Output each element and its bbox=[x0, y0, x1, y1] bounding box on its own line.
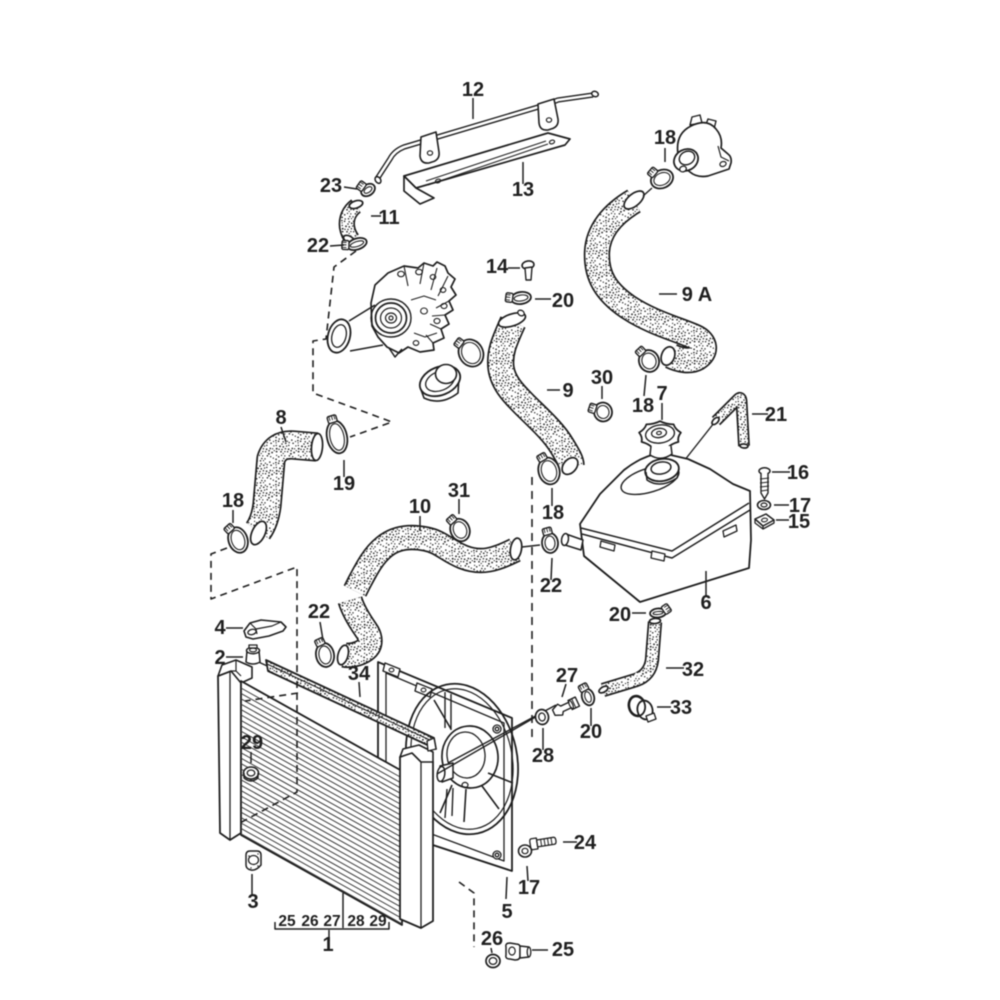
svg-text:28: 28 bbox=[347, 913, 365, 930]
svg-text:22: 22 bbox=[308, 601, 330, 623]
svg-text:10: 10 bbox=[409, 496, 431, 518]
svg-text:1: 1 bbox=[322, 934, 333, 956]
svg-text:34: 34 bbox=[348, 663, 371, 685]
svg-text:20: 20 bbox=[580, 721, 602, 743]
svg-text:26: 26 bbox=[301, 913, 319, 930]
svg-text:21: 21 bbox=[765, 404, 787, 426]
svg-text:29: 29 bbox=[241, 732, 263, 754]
svg-text:25: 25 bbox=[552, 939, 574, 961]
svg-text:11: 11 bbox=[378, 207, 399, 229]
svg-text:30: 30 bbox=[591, 367, 613, 389]
svg-text:20: 20 bbox=[552, 290, 574, 312]
svg-text:6: 6 bbox=[700, 592, 711, 614]
svg-text:18: 18 bbox=[632, 395, 654, 417]
svg-text:9 A: 9 A bbox=[682, 284, 712, 306]
svg-text:22: 22 bbox=[307, 235, 329, 257]
svg-text:18: 18 bbox=[542, 502, 564, 524]
svg-text:29: 29 bbox=[369, 913, 387, 930]
svg-text:16: 16 bbox=[787, 462, 809, 484]
svg-text:26: 26 bbox=[481, 928, 503, 950]
svg-text:7: 7 bbox=[656, 383, 667, 405]
svg-text:27: 27 bbox=[323, 913, 340, 930]
svg-text:18: 18 bbox=[654, 127, 676, 149]
svg-text:25: 25 bbox=[278, 913, 296, 930]
svg-text:17: 17 bbox=[518, 877, 540, 899]
svg-text:23: 23 bbox=[320, 175, 342, 197]
svg-text:15: 15 bbox=[788, 511, 810, 533]
svg-text:8: 8 bbox=[275, 407, 286, 429]
svg-text:5: 5 bbox=[501, 901, 512, 923]
svg-text:4: 4 bbox=[214, 617, 226, 639]
svg-text:24: 24 bbox=[574, 832, 597, 854]
svg-text:18: 18 bbox=[222, 490, 244, 512]
svg-text:32: 32 bbox=[682, 659, 704, 681]
svg-text:9: 9 bbox=[562, 380, 573, 402]
svg-text:27: 27 bbox=[556, 665, 578, 687]
svg-text:19: 19 bbox=[333, 473, 355, 495]
svg-text:28: 28 bbox=[532, 745, 554, 767]
svg-text:3: 3 bbox=[247, 891, 258, 913]
svg-text:13: 13 bbox=[512, 179, 534, 201]
svg-text:22: 22 bbox=[540, 575, 562, 597]
svg-text:20: 20 bbox=[609, 604, 631, 626]
svg-text:33: 33 bbox=[670, 697, 692, 719]
svg-text:12: 12 bbox=[462, 79, 484, 101]
svg-text:17: 17 bbox=[789, 495, 811, 517]
svg-text:2: 2 bbox=[214, 647, 225, 669]
svg-text:14: 14 bbox=[486, 256, 509, 278]
svg-text:31: 31 bbox=[448, 480, 470, 502]
